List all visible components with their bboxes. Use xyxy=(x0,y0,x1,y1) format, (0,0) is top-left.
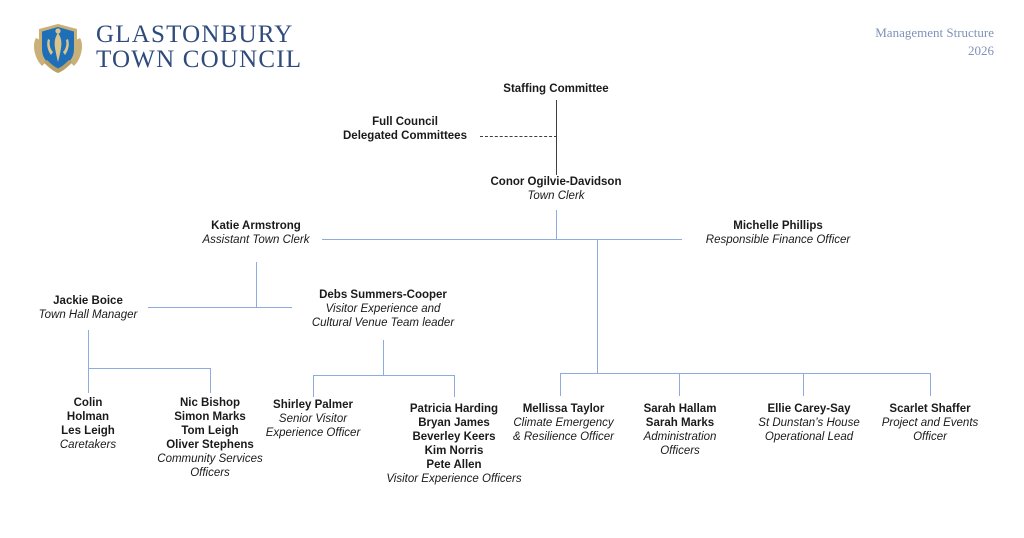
node-role: St Dunstan’s House Operational Lead xyxy=(758,417,860,444)
node-project-events-officer[interactable]: Scarlet Shaffer Project and Events Offic… xyxy=(866,402,994,444)
node-responsible-finance-officer[interactable]: Michelle Phillips Responsible Finance Of… xyxy=(688,219,868,247)
node-name: Debs Summers-Cooper xyxy=(319,289,447,301)
node-town-clerk[interactable]: Conor Ogilvie-Davidson Town Clerk xyxy=(456,175,656,203)
node-name: Scarlet Shaffer xyxy=(889,403,971,415)
node-role: Town Hall Manager xyxy=(38,309,138,322)
edge-to-senior-ve-officer xyxy=(313,375,314,397)
node-visitor-experience-officers[interactable]: Patricia Harding Bryan James Beverley Ke… xyxy=(373,402,535,486)
logo-line-2: TOWN COUNCIL xyxy=(96,46,303,73)
edge-to-admin-officers xyxy=(679,373,680,396)
heraldic-shield-crest-icon xyxy=(30,18,86,76)
node-name: Ellie Carey-Say xyxy=(767,403,851,415)
edge-assistant-clerk-bar xyxy=(148,307,292,308)
council-logo: GLASTONBURY TOWN COUNCIL xyxy=(30,18,302,76)
node-name: Sarah Hallam Sarah Marks xyxy=(643,403,717,430)
edge-staffing-to-town-clerk xyxy=(556,100,557,175)
edge-to-community-services xyxy=(210,368,211,393)
edge-ve-team-leader-descender xyxy=(383,340,384,376)
node-role: Assistant Town Clerk xyxy=(202,234,310,247)
node-role: Project and Events Officer xyxy=(881,417,979,444)
node-climate-emergency-officer[interactable]: Mellissa Taylor Climate Emergency & Resi… xyxy=(496,402,631,444)
node-name: Shirley Palmer xyxy=(273,399,353,411)
node-name: Katie Armstrong xyxy=(211,220,301,232)
node-name: Nic Bishop Simon Marks Tom Leigh Oliver … xyxy=(166,397,254,452)
node-role: Visitor Experience Officers xyxy=(386,473,522,486)
node-name: Colin Holman Les Leigh xyxy=(61,397,115,438)
logo-line-1: GLASTONBURY xyxy=(96,20,294,48)
edge-right-group-bar xyxy=(560,373,931,374)
node-name: Patricia Harding Bryan James Beverley Ke… xyxy=(409,403,499,472)
node-name: Full Council Delegated Committees xyxy=(343,116,467,143)
node-st-dunstans-house-lead[interactable]: Ellie Carey-Say St Dunstan’s House Opera… xyxy=(738,402,880,444)
node-full-council[interactable]: Full Council Delegated Committees xyxy=(330,115,480,143)
edge-full-council-dashed xyxy=(480,136,557,137)
edge-to-caretakers xyxy=(88,368,89,393)
node-role: Responsible Finance Officer xyxy=(705,234,851,247)
node-role: Visitor Experience and Cultural Venue Te… xyxy=(311,303,455,330)
edge-to-st-dunstans-lead xyxy=(803,373,804,396)
document-title-text: Management Structure xyxy=(875,25,994,40)
node-community-services-officers[interactable]: Nic Bishop Simon Marks Tom Leigh Oliver … xyxy=(140,396,280,480)
edge-town-clerk-stub xyxy=(556,210,557,240)
node-role: Caretakers xyxy=(59,439,117,452)
edge-to-climate-officer xyxy=(560,373,561,396)
node-town-hall-manager[interactable]: Jackie Boice Town Hall Manager xyxy=(18,294,158,322)
node-role: Climate Emergency & Resilience Officer xyxy=(513,417,614,444)
node-role: Town Clerk xyxy=(527,190,585,203)
node-caretakers[interactable]: Colin Holman Les Leigh Caretakers xyxy=(28,396,148,452)
node-name: Michelle Phillips xyxy=(733,220,823,232)
node-staffing-committee[interactable]: Staffing Committee xyxy=(456,82,656,96)
node-name: Mellissa Taylor xyxy=(522,403,605,415)
edge-to-ve-officers xyxy=(454,375,455,397)
edge-town-hall-manager-bar xyxy=(88,368,211,369)
document-title: Management Structure 2026 xyxy=(875,24,994,59)
edge-ve-team-leader-bar xyxy=(313,375,454,376)
edge-town-clerk-long-descender xyxy=(597,239,598,374)
node-assistant-town-clerk[interactable]: Katie Armstrong Assistant Town Clerk xyxy=(176,219,336,247)
node-name: Jackie Boice xyxy=(53,295,123,307)
node-name: Conor Ogilvie-Davidson xyxy=(490,176,622,188)
node-role: Community Services Officers xyxy=(157,453,263,480)
edge-tier2-bar xyxy=(322,239,682,240)
edge-assistant-clerk-descender xyxy=(256,262,257,308)
document-year: 2026 xyxy=(968,42,994,58)
edge-to-project-events-officer xyxy=(930,373,931,396)
council-logo-text: GLASTONBURY TOWN COUNCIL xyxy=(96,20,303,73)
node-role: Senior Visitor Experience Officer xyxy=(265,413,361,440)
node-administration-officers[interactable]: Sarah Hallam Sarah Marks Administration … xyxy=(620,402,740,458)
node-senior-visitor-experience-officer[interactable]: Shirley Palmer Senior Visitor Experience… xyxy=(248,398,378,440)
edge-town-hall-manager-descender xyxy=(88,330,89,369)
node-role: Administration Officers xyxy=(643,431,717,458)
node-visitor-experience-team-leader[interactable]: Debs Summers-Cooper Visitor Experience a… xyxy=(288,288,478,330)
node-name: Staffing Committee xyxy=(503,83,609,95)
